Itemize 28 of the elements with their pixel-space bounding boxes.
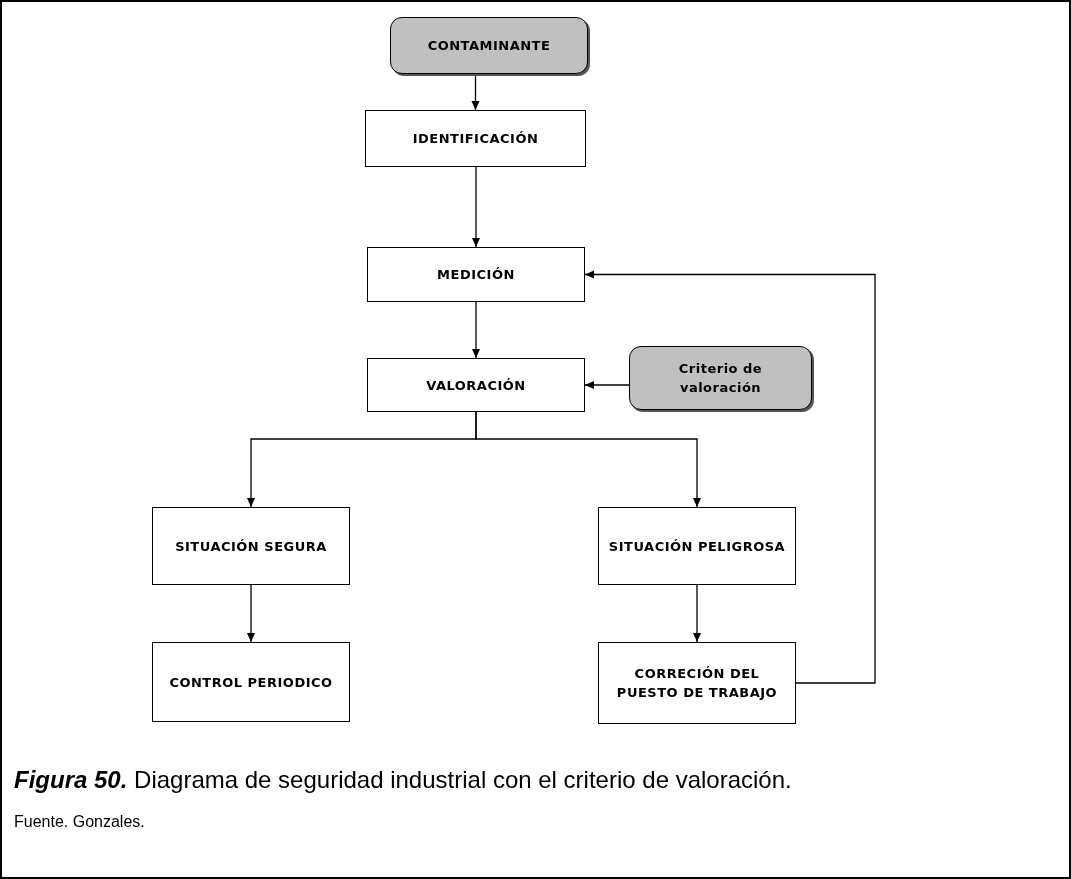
arrow [584, 270, 876, 684]
arrow [247, 584, 255, 643]
box-label: CONTROL PERIODICO [169, 673, 333, 692]
box-label: IDENTIFICACIÓN [412, 130, 539, 148]
process-box [367, 358, 585, 412]
rounded-box [390, 17, 588, 74]
process-box [152, 642, 350, 722]
box-label: SITUACIÓN SEGURA [175, 537, 327, 556]
arrow [584, 381, 630, 389]
process-box [598, 507, 796, 585]
box-label: CORRECIÓN DEL PUESTO DE TRABAJO [615, 665, 779, 702]
box-label: CONTAMINANTE [427, 37, 551, 55]
arrow [475, 411, 701, 508]
process-box [598, 642, 796, 724]
rounded-box [629, 346, 812, 410]
box-label: MEDICIÓN [437, 266, 515, 284]
arrow [472, 301, 480, 359]
source-note: Fuente. Gonzales. [14, 812, 145, 832]
arrow [693, 584, 701, 643]
arrow [472, 166, 480, 248]
figure-caption: Figura 50. Diagrama de seguridad industrial con el criterio de valoración. [14, 765, 792, 795]
process-box [365, 110, 586, 167]
process-box [152, 507, 350, 585]
arrow [471, 73, 480, 111]
box-label: VALORACIÓN [426, 376, 526, 395]
process-box [367, 247, 585, 302]
box-label: SITUACIÓN PELIGROSA [608, 537, 786, 556]
box-label: Criterio de valoración [677, 360, 764, 397]
